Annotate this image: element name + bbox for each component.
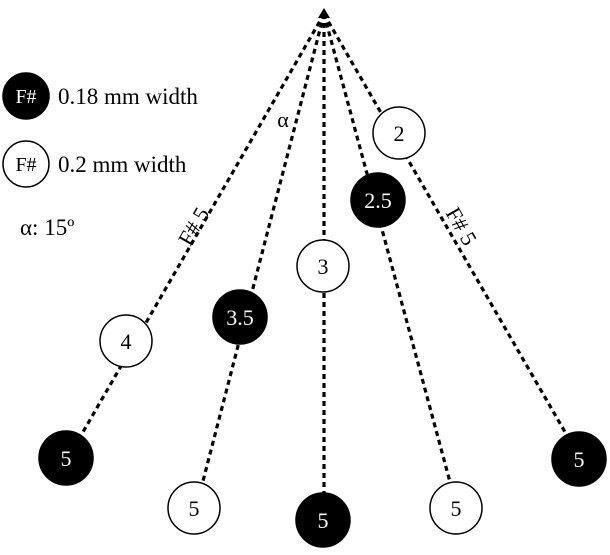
apex-marker [318,8,330,18]
legend-angle-text: α: 15º [20,215,74,240]
legend-filled-key-text: F# [15,86,36,108]
node-label: 4 [121,329,132,354]
node-5-far-left: 5 [38,430,94,486]
rays [66,13,582,520]
node-label: 3.5 [226,305,254,330]
ray-label-left: F# 5 [173,203,215,250]
node-label: 2.5 [364,188,392,213]
ray-far-right [322,13,582,459]
node-2: 2 [372,106,426,160]
node-3-5: 3.5 [212,289,268,345]
node-5-left: 5 [167,481,221,535]
angle-symbol: α [277,107,289,132]
node-label: 3 [318,254,329,279]
node-label: 5 [61,446,72,471]
node-label: 5 [318,508,329,533]
node-4: 4 [99,314,153,368]
ray-left [194,13,326,509]
legend-filled-text: 0.18 mm width [58,84,198,109]
node-label: 5 [451,496,462,521]
node-5-center: 5 [295,492,351,548]
legend-hollow-key: F# [2,140,50,188]
legend-hollow-key-text: F# [15,154,36,176]
node-label: 5 [574,447,585,472]
node-5-far-right: 5 [551,431,607,487]
legend: F# 0.18 mm width F# 0.2 mm width α: 15º [2,72,198,240]
node-2-5: 2.5 [350,172,406,228]
ray-far-left [66,13,326,459]
node-label: 2 [394,121,405,146]
ray-right [322,13,459,509]
node-5-right: 5 [429,481,483,535]
node-3: 3 [296,239,350,293]
legend-filled-key: F# [2,72,50,120]
legend-hollow-text: 0.2 mm width [58,152,187,177]
node-label: 5 [189,496,200,521]
